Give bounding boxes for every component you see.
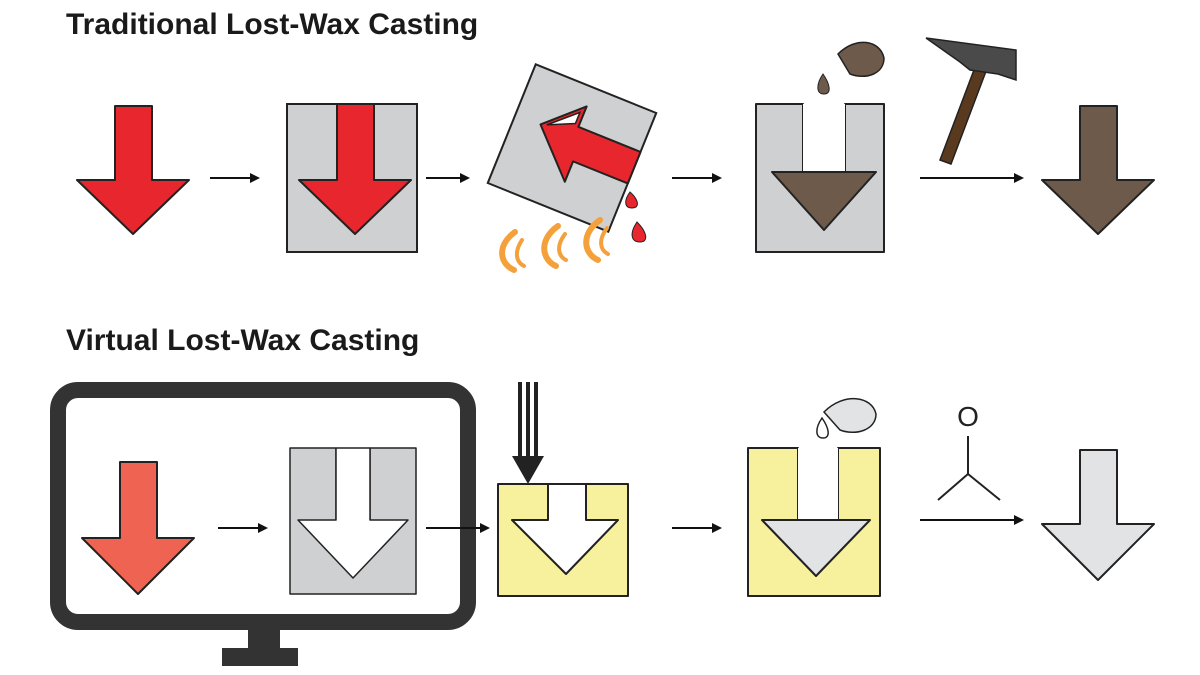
wax-drops-icon [625,191,647,243]
wax-model-arrow [76,105,190,235]
hammer-icon [925,37,1017,165]
virtual-wax-model-arrow [81,461,195,595]
print-nozzle-icon [512,382,544,484]
virtual-ladle-icon [822,397,877,434]
virtual-product-arrow [1041,449,1155,581]
ladle-icon [837,41,885,78]
wax-in-mold [286,103,418,253]
virtual-mold [289,447,417,595]
flames-icon [499,217,610,273]
traditional-casting-title: Traditional Lost-Wax Casting [66,8,479,41]
carbonyl-oxygen-label: O [957,401,979,432]
virtual-casting-title: Virtual Lost-Wax Casting [66,324,420,357]
carbonyl-icon: O [937,401,1001,501]
resin-filled-mold [747,447,881,597]
metal-casting-arrow [1041,105,1155,235]
printed-resin-mold [497,483,629,597]
melting-wax-mold [486,63,658,233]
computer-monitor-icon [50,382,476,666]
metal-filled-mold [755,103,885,253]
